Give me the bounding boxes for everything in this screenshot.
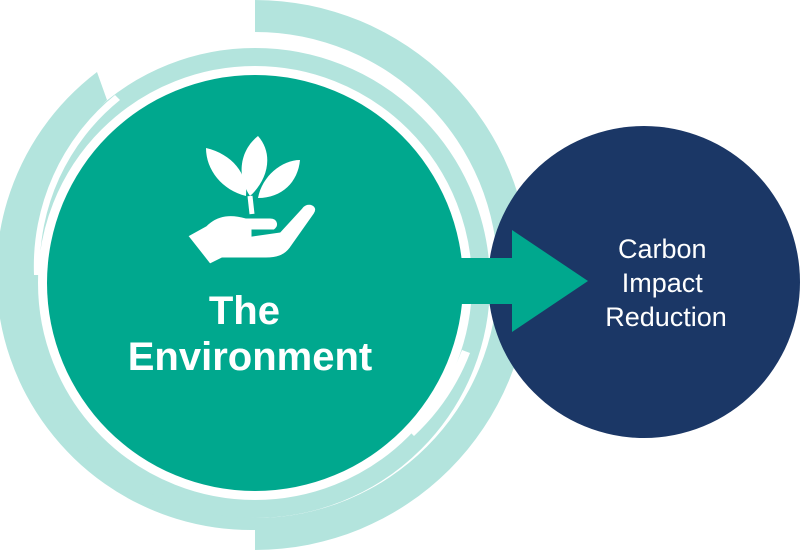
plant-in-hand-icon	[187, 136, 316, 265]
main-title-line-1: The	[209, 289, 280, 333]
target-node-label: Carbon Impact Reduction	[605, 234, 727, 332]
arrow-right-icon	[455, 230, 588, 332]
ring-gap-left	[33, 95, 120, 275]
target-label-line-3: Reduction	[605, 302, 727, 332]
main-node-circle	[47, 75, 463, 491]
main-title-line-2: Environment	[128, 335, 372, 379]
target-label-line-2: Impact	[622, 268, 704, 298]
outer-arc-right	[255, 0, 530, 550]
target-node-circle	[488, 126, 800, 438]
main-node-title: The Environment	[128, 289, 372, 379]
target-label-line-1: Carbon	[618, 234, 707, 264]
ring-gap-right	[408, 350, 470, 436]
